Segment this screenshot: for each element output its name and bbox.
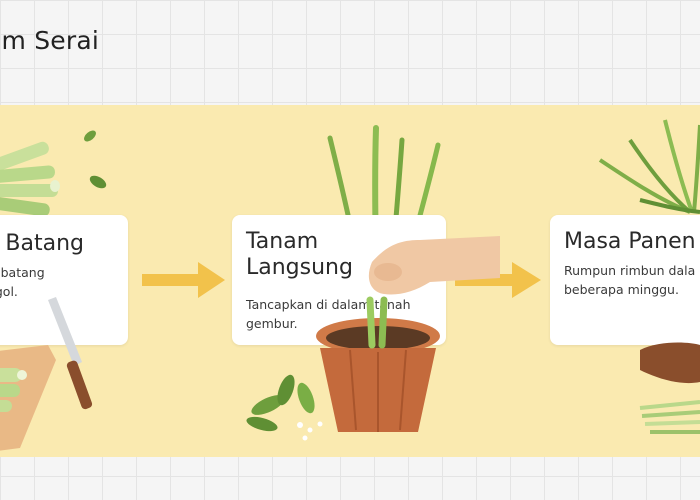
arrow-right-icon (142, 262, 225, 298)
root-clump (640, 342, 700, 384)
cutting-board-icon (0, 345, 56, 451)
leaf-icon (84, 130, 107, 189)
step-desc: isa batang nggol. (0, 265, 45, 299)
knife-icon (48, 297, 93, 410)
lemongrass-stalks (0, 141, 60, 217)
step-title: Tanam Langsung (246, 229, 353, 280)
step-card-harvest-time: Masa Panen Rumpun rimbun dala beberapa m… (550, 215, 700, 345)
step-title: an Batang (0, 231, 85, 256)
lemongrass-clump (598, 119, 700, 214)
pot-icon (316, 318, 440, 432)
page-title: am Serai (0, 26, 100, 55)
step-desc: Rumpun rimbun dala beberapa minggu. (564, 263, 696, 297)
lemongrass-bundle (639, 400, 700, 434)
step-title: Masa Panen (564, 229, 696, 254)
hand-icon (368, 236, 500, 295)
leaf-icon (246, 374, 323, 441)
